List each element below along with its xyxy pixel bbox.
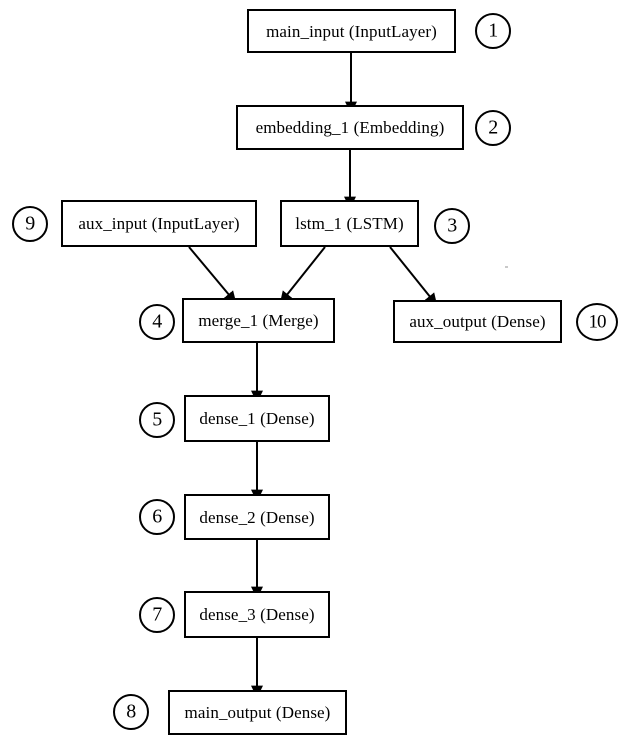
step-badge-4: 4: [139, 304, 175, 340]
node-label-dense_2: dense_2 (Dense): [199, 507, 315, 527]
node-dense_1[interactable]: dense_1 (Dense): [184, 395, 330, 442]
image-artifact: [505, 266, 508, 268]
node-main_input[interactable]: main_input (InputLayer): [247, 9, 456, 53]
node-label-dense_1: dense_1 (Dense): [199, 409, 315, 428]
step-badge-label-4: 4: [152, 310, 162, 333]
node-label-aux_input: aux_input (InputLayer): [78, 214, 240, 233]
step-badge-9: 9: [12, 206, 48, 242]
step-badge-label-8: 8: [126, 700, 136, 723]
node-main_output[interactable]: main_output (Dense): [168, 690, 347, 735]
step-badge-label-9: 9: [25, 212, 35, 235]
node-label-dense_3: dense_3 (Dense): [199, 605, 315, 624]
step-badge-label-10: 10: [588, 311, 607, 332]
step-badge-label-5: 5: [152, 408, 162, 431]
node-label-merge_1: merge_1 (Merge): [198, 311, 319, 330]
step-badge-label-2: 2: [488, 116, 498, 139]
step-badge-label-3: 3: [447, 214, 457, 237]
edge-aux_input-to-merge_1: [188, 246, 237, 304]
node-label-embedding_1: embedding_1 (Embedding): [255, 118, 445, 137]
node-label-aux_output: aux_output (Dense): [409, 312, 546, 331]
node-embedding_1[interactable]: embedding_1 (Embedding): [236, 105, 464, 150]
step-badge-7: 7: [139, 597, 175, 633]
node-merge_1[interactable]: merge_1 (Merge): [182, 298, 335, 343]
step-badge-label-7: 7: [152, 603, 162, 626]
node-lstm_1[interactable]: lstm_1 (LSTM): [280, 200, 419, 247]
edge-lstm_1-to-merge_1: [279, 246, 326, 304]
step-badge-label-6: 6: [152, 505, 162, 528]
node-label-main_input: main_input (InputLayer): [266, 21, 437, 41]
node-aux_output[interactable]: aux_output (Dense): [393, 300, 562, 343]
step-badge-2: 2: [475, 110, 511, 146]
edge-lstm_1-to-aux_output: [389, 246, 438, 306]
step-badge-5: 5: [139, 402, 175, 438]
step-badge-1: 1: [475, 13, 511, 49]
step-badge-6: 6: [139, 499, 175, 535]
node-aux_input[interactable]: aux_input (InputLayer): [61, 200, 257, 247]
node-dense_2[interactable]: dense_2 (Dense): [184, 494, 330, 540]
step-badge-8: 8: [113, 694, 149, 730]
node-dense_3[interactable]: dense_3 (Dense): [184, 591, 330, 638]
node-label-lstm_1: lstm_1 (LSTM): [295, 214, 404, 233]
step-badge-10: 10: [576, 303, 618, 341]
step-badge-3: 3: [434, 208, 470, 244]
step-badge-label-1: 1: [488, 19, 498, 42]
node-label-main_output: main_output (Dense): [184, 703, 331, 722]
